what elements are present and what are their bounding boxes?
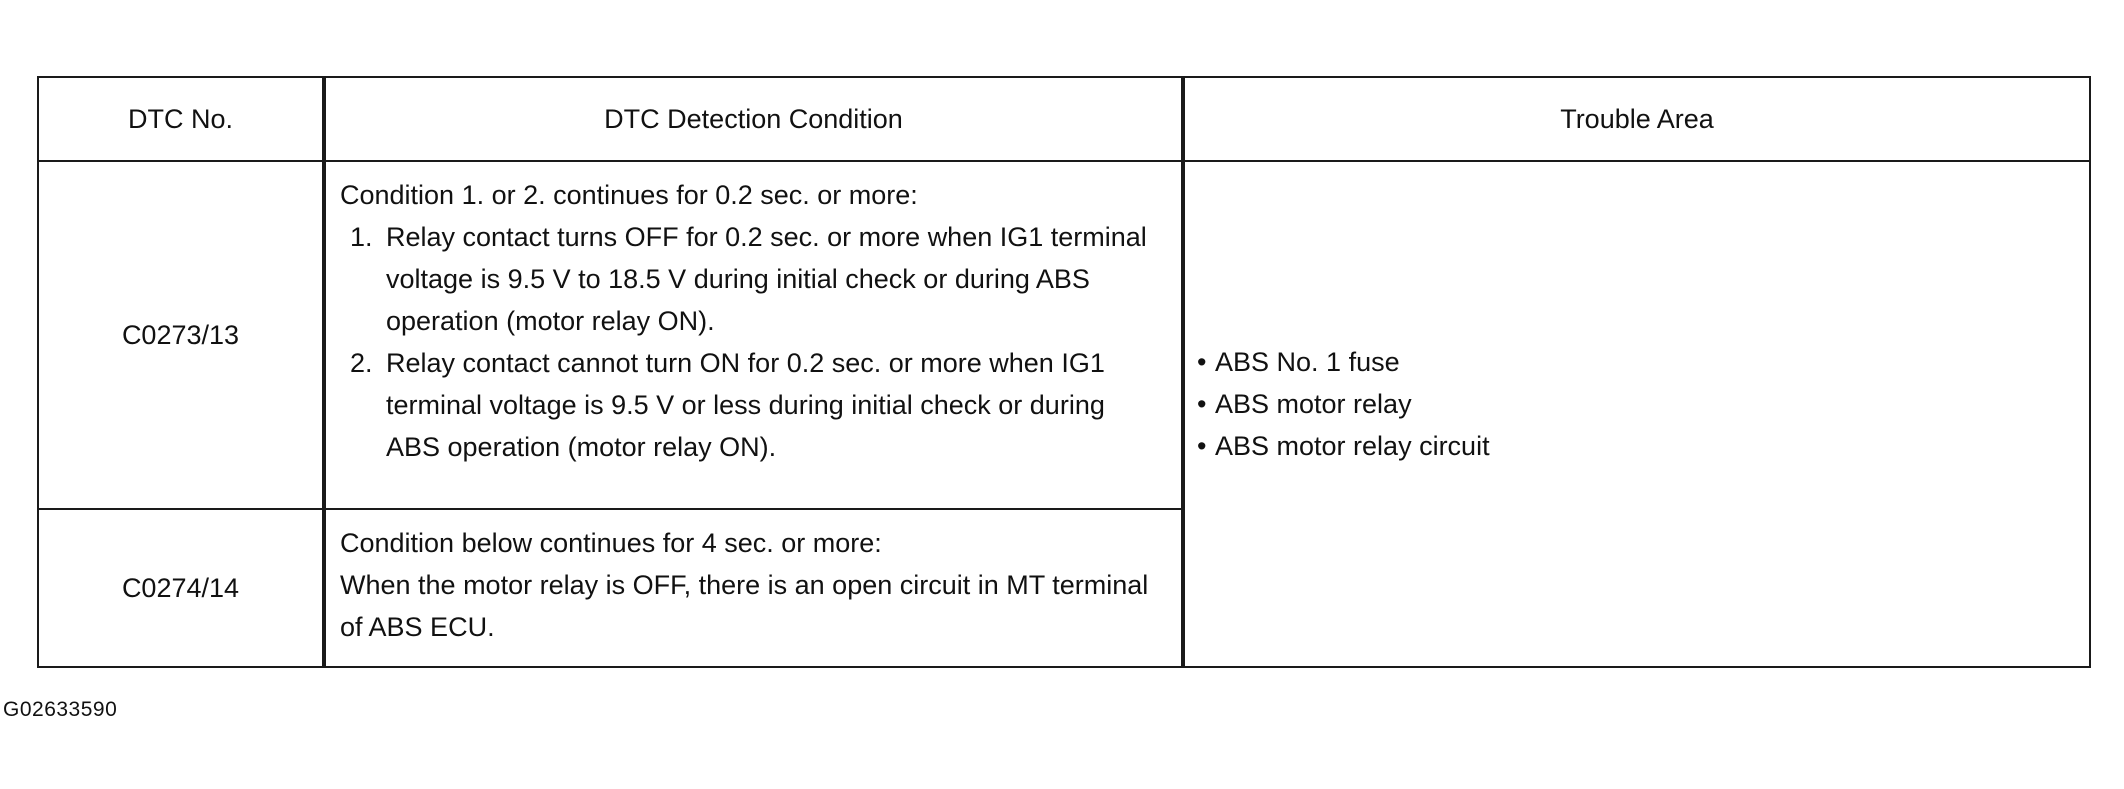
trouble-area-text: ABS motor relay circuit [1215,431,1490,461]
condition-cell: Condition 1. or 2. continues for 0.2 sec… [323,160,1185,510]
trouble-area-item: • ABS No. 1 fuse [1197,341,2089,383]
condition-intro: Condition below continues for 4 sec. or … [340,528,882,558]
dtc-table: DTC No. DTC Detection Condition Trouble … [37,76,2091,668]
trouble-area-text: ABS No. 1 fuse [1215,347,1400,377]
condition-item-text: Relay contact cannot turn ON for 0.2 sec… [386,348,1105,462]
bullet-icon: • [1197,389,1207,419]
bullet-icon: • [1197,347,1207,377]
condition-list: 1. Relay contact turns OFF for 0.2 sec. … [340,216,1163,468]
condition-text: When the motor relay is OFF, there is an… [340,570,1149,642]
condition-cell: Condition below continues for 4 sec. or … [323,508,1185,668]
condition-item: 2. Relay contact cannot turn ON for 0.2 … [340,342,1163,468]
trouble-area-list: • ABS No. 1 fuse • ABS motor relay • ABS… [1197,341,2089,467]
header-detection-condition: DTC Detection Condition [323,76,1185,162]
condition-item: 1. Relay contact turns OFF for 0.2 sec. … [340,216,1163,342]
trouble-area-text: ABS motor relay [1215,389,1412,419]
condition-intro: Condition 1. or 2. continues for 0.2 sec… [340,180,918,210]
condition-item-number: 1. [350,222,373,252]
table-row: C0273/13 Condition 1. or 2. continues fo… [37,160,2091,668]
condition-item-number: 2. [350,348,373,378]
condition-item-text: Relay contact turns OFF for 0.2 sec. or … [386,222,1147,336]
table-row: C0274/14 Condition below continues for 4… [37,508,2090,668]
trouble-area-cell: • ABS No. 1 fuse • ABS motor relay • ABS… [1182,160,2091,668]
dtc-code-cell: C0274/14 [37,508,326,668]
bullet-icon: • [1197,431,1207,461]
trouble-area-item: • ABS motor relay circuit [1197,425,2089,467]
figure-id: G02633590 [3,698,118,721]
trouble-area-item: • ABS motor relay [1197,383,2089,425]
dtc-code-cell: C0273/13 [37,160,326,510]
header-trouble-area: Trouble Area [1182,76,2091,162]
table-header-row: DTC No. DTC Detection Condition Trouble … [37,76,2091,162]
header-dtc-no: DTC No. [37,76,326,162]
